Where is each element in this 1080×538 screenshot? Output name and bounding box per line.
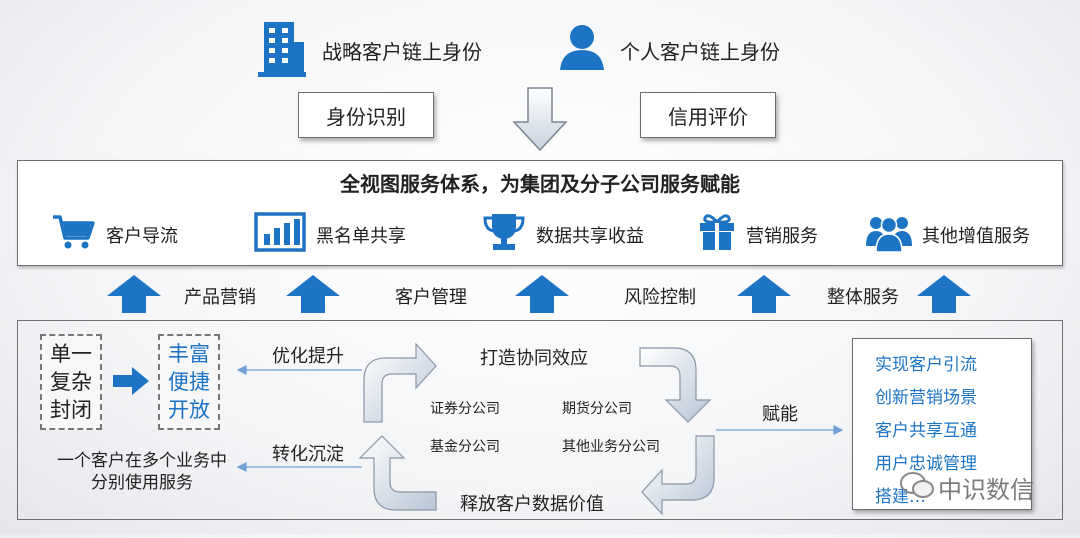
after-state-word: 丰富	[168, 342, 210, 366]
gift-icon	[698, 212, 736, 257]
before-state-word: 封闭	[50, 398, 92, 422]
service-item-customer-traffic: 客户导流	[52, 214, 178, 255]
right-arrow-icon	[112, 366, 150, 396]
after-state-word: 便捷	[168, 370, 210, 394]
company-securities: 证券分公司	[430, 401, 500, 417]
benefit-item: 用户忠诚管理	[875, 454, 977, 474]
benefit-item: 客户共享互通	[875, 421, 977, 441]
watermark-text: 中识数信	[938, 476, 1034, 504]
service-item-label: 数据共享收益	[536, 225, 644, 247]
overall-service-label: 整体服务	[827, 287, 899, 308]
strategic-identity-label: 战略客户链上身份	[322, 40, 482, 64]
left-note-line: 分别使用服务	[91, 473, 193, 493]
benefit-item: 实现客户引流	[875, 355, 977, 375]
after-state-word: 开放	[168, 398, 210, 422]
service-item-other-value-added: 其他增值服务	[866, 212, 1030, 257]
up-arrow-icon	[916, 274, 972, 314]
before-state-word: 单一	[50, 342, 92, 366]
service-item-label: 其他增值服务	[922, 225, 1030, 247]
up-arrow-icon	[106, 274, 162, 314]
company-futures: 期货分公司	[562, 401, 632, 417]
customer-management-label: 客户管理	[395, 287, 467, 308]
left-note-line: 一个客户在多个业务中	[57, 451, 227, 471]
cycle-arrows-icon	[356, 340, 722, 518]
service-item-label: 营销服务	[746, 225, 818, 247]
bar-chart-icon	[254, 212, 306, 257]
service-item-blacklist: 黑名单共享	[254, 212, 406, 257]
trophy-icon	[482, 212, 526, 257]
optimize-label: 优化提升	[272, 346, 344, 367]
identity-recognition-box: 身份识别	[298, 92, 434, 138]
synergy-label: 打造协同效应	[480, 348, 588, 369]
down-arrow-icon	[510, 86, 570, 152]
left-note: 一个客户在多个业务中 分别使用服务	[42, 450, 242, 494]
company-fund: 基金分公司	[430, 439, 500, 455]
release-value-label: 释放客户数据价值	[460, 494, 604, 515]
up-arrow-icon	[736, 274, 792, 314]
after-state-box: 丰富 便捷 开放	[158, 334, 220, 430]
benefit-item: 创新营销场景	[875, 388, 977, 408]
up-arrow-icon	[514, 274, 570, 314]
before-state-word: 复杂	[50, 370, 92, 394]
person-icon	[558, 24, 606, 70]
service-system-title: 全视图服务体系，为集团及分子公司服务赋能	[340, 172, 740, 196]
group-users-icon	[866, 212, 912, 257]
shopping-cart-icon	[52, 214, 96, 255]
wechat-icon	[900, 472, 934, 500]
company-other: 其他业务分公司	[562, 439, 660, 455]
building-icon	[258, 20, 306, 78]
empower-label: 赋能	[762, 404, 798, 425]
convert-label: 转化沉淀	[272, 444, 344, 465]
benefits-list-box: 实现客户引流 创新营销场景 客户共享互通 用户忠诚管理 搭建…	[852, 338, 1032, 510]
before-state-box: 单一 复杂 封闭	[40, 334, 102, 430]
product-marketing-label: 产品营销	[184, 287, 256, 308]
bottom-panel	[17, 320, 1063, 520]
risk-control-label: 风险控制	[624, 287, 696, 308]
service-item-marketing: 营销服务	[698, 212, 818, 257]
credit-evaluation-box: 信用评价	[640, 92, 776, 138]
personal-identity-label: 个人客户链上身份	[620, 40, 780, 64]
up-arrow-icon	[285, 274, 341, 314]
service-item-data-sharing: 数据共享收益	[482, 212, 644, 257]
service-item-label: 客户导流	[106, 225, 178, 247]
service-item-label: 黑名单共享	[316, 225, 406, 247]
